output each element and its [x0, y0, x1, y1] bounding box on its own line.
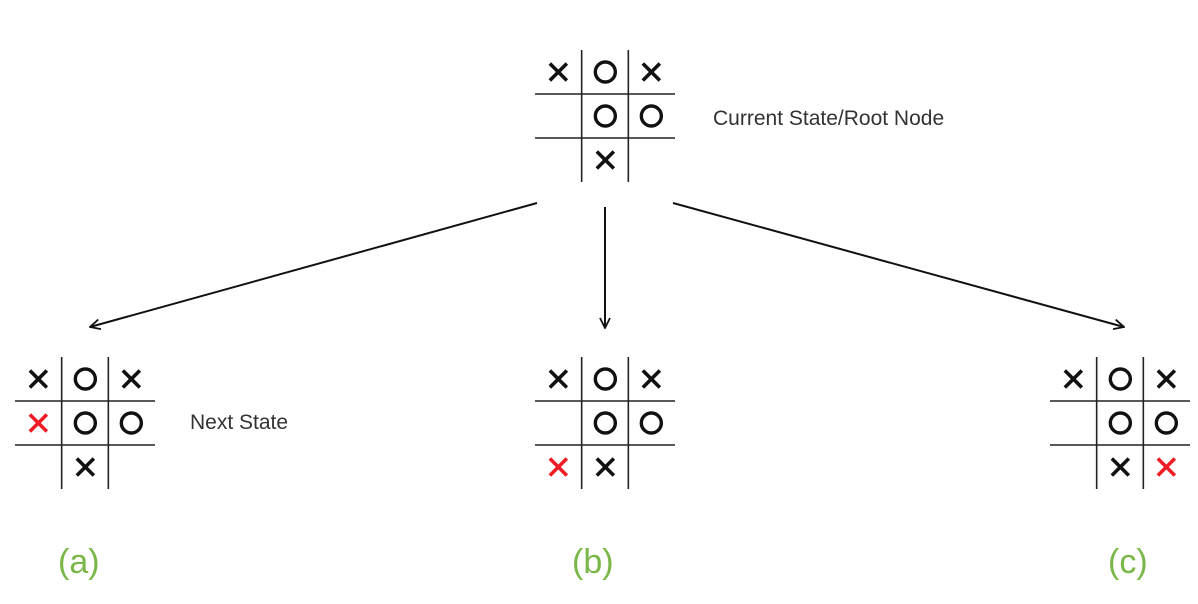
x-mark: [15, 357, 62, 401]
x-mark: [1097, 445, 1144, 489]
board-cell-empty: [535, 138, 582, 182]
x-mark: [535, 50, 582, 94]
board-grid: [15, 357, 155, 489]
x-mark: [108, 357, 155, 401]
x-mark: [582, 138, 629, 182]
new-move-x-mark: [1143, 445, 1190, 489]
o-mark: [628, 94, 675, 138]
o-mark: [62, 401, 109, 445]
o-mark: [582, 50, 629, 94]
o-mark: [582, 94, 629, 138]
o-mark: [582, 357, 629, 401]
board-cell-empty: [628, 445, 675, 489]
o-mark: [1097, 357, 1144, 401]
x-mark: [582, 445, 629, 489]
o-mark: [1097, 401, 1144, 445]
edge-root-to-a: [90, 202, 538, 327]
o-mark: [108, 401, 155, 445]
board-cell-empty: [535, 401, 582, 445]
board-grid: [1050, 357, 1190, 489]
board-cell-empty: [1050, 401, 1097, 445]
child-a-label: Next State: [190, 411, 289, 434]
o-mark: [582, 401, 629, 445]
x-mark: [62, 445, 109, 489]
o-mark: [1143, 401, 1190, 445]
board-c: [1050, 357, 1190, 489]
board-b: [535, 357, 675, 489]
x-mark: [1050, 357, 1097, 401]
board-grid: [535, 357, 675, 489]
board-cell-empty: [15, 445, 62, 489]
board-cell-empty: [628, 138, 675, 182]
o-mark: [62, 357, 109, 401]
board-cell-empty: [108, 445, 155, 489]
root-label: Current State/Root Node: [713, 107, 945, 130]
new-move-x-mark: [15, 401, 62, 445]
board-cell-empty: [1050, 445, 1097, 489]
x-mark: [1143, 357, 1190, 401]
branch-tag-c: (c): [1108, 543, 1148, 581]
x-mark: [628, 50, 675, 94]
board-cell-empty: [535, 94, 582, 138]
root-board: [535, 50, 675, 182]
x-mark: [628, 357, 675, 401]
new-move-x-mark: [535, 445, 582, 489]
edge-root-to-c: [672, 202, 1124, 327]
branch-tag-b: (b): [572, 543, 614, 581]
o-mark: [628, 401, 675, 445]
x-mark: [535, 357, 582, 401]
board-a: [15, 357, 155, 489]
board-grid: [535, 50, 675, 182]
branch-tag-a: (a): [58, 543, 100, 581]
